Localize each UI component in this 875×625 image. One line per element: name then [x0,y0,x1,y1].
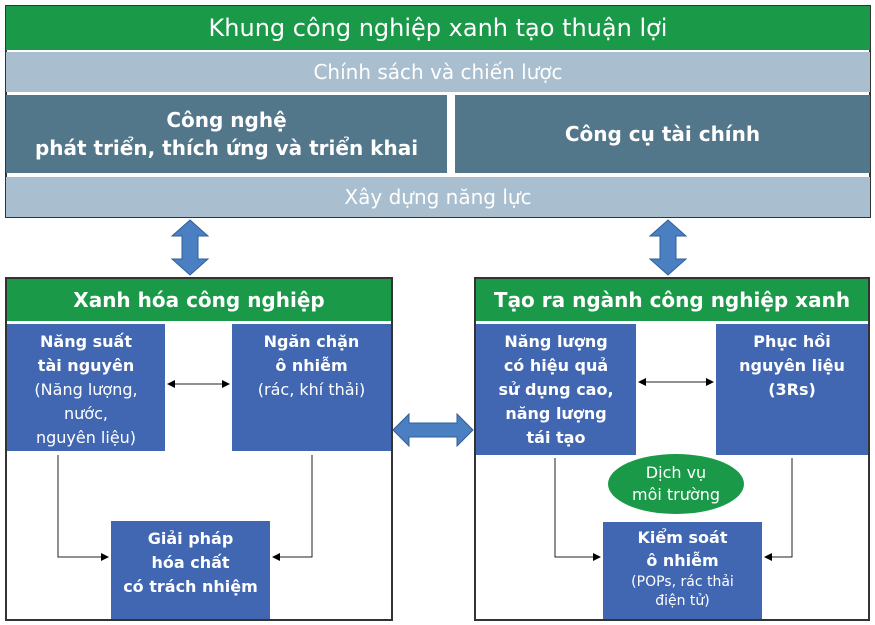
greening-title: Xanh hóa công nghiệp [7,279,391,321]
connector-recovery-control [764,458,793,561]
horizontal-double-arrow [392,412,474,448]
technology-line: Công nghệ [166,108,287,132]
green-industry-title: Tạo ra ngành công nghiệp xanh [476,279,868,321]
block-detail: (Năng lượng, [34,380,138,399]
vertical-double-arrow-left [170,219,210,276]
technology-line: phát triển, thích ứng và triển khai [34,136,419,160]
block-title: năng lượng [505,404,607,423]
ellipse-line: Dịch vụ [645,463,707,482]
block-title: tài nguyên [37,356,135,375]
block-detail: điện tử) [655,593,710,609]
block-title: ô nhiễm [275,356,348,375]
energy-block: Năng lượng có hiệu quả sử dụng cao, năng… [476,324,636,455]
block-title: Năng suất [40,332,132,351]
block-detail: nước, [64,404,108,423]
block-title: tái tạo [526,428,586,447]
connector-energy-control [554,458,601,561]
block-detail: (rác, khí thải) [257,380,366,399]
block-detail: (POPs, rác thải [631,574,734,590]
block-title: có trách nhiệm [123,577,258,596]
block-title: Giải pháp [147,529,234,548]
block-title: (3Rs) [768,380,816,399]
block-title: có hiệu quả [503,356,609,375]
connector-resource-chemical [57,455,109,561]
block-title: ô nhiễm [646,551,719,570]
connector-prevention-chemical [272,455,313,561]
chemical-solutions-block: Giải pháp hóa chất có trách nhiệm [111,521,270,619]
pollution-control-block: Kiểm soát ô nhiễm (POPs, rác thải điện t… [603,522,762,619]
capacity-band: Xây dựng năng lực [6,177,870,217]
block-title: hóa chất [151,553,230,572]
block-title: Năng lượng [504,332,608,351]
block-title: sử dụng cao, [498,380,614,399]
ellipse-line: môi trường [632,485,720,504]
framework-title: Khung công nghiệp xanh tạo thuận lợi [6,6,870,50]
material-recovery-block: Phục hồi nguyên liệu (3Rs) [716,324,868,455]
pollution-prevention-block: Ngăn chặn ô nhiễm (rác, khí thải) [232,324,391,451]
technology-block: Công nghệ phát triển, thích ứng và triển… [6,95,447,173]
finance-block: Công cụ tài chính [455,95,870,173]
block-detail: nguyên liệu) [35,428,137,447]
block-title: nguyên liệu [739,356,845,375]
policy-band: Chính sách và chiến lược [6,52,870,92]
block-title: Phục hồi [753,332,831,351]
resource-productivity-block: Năng suất tài nguyên (Năng lượng, nước, … [7,324,165,451]
block-title: Kiểm soát [637,528,728,547]
environmental-services-ellipse: Dịch vụ môi trường [608,454,744,514]
block-title: Ngăn chặn [263,332,360,351]
vertical-double-arrow-right [648,219,688,276]
